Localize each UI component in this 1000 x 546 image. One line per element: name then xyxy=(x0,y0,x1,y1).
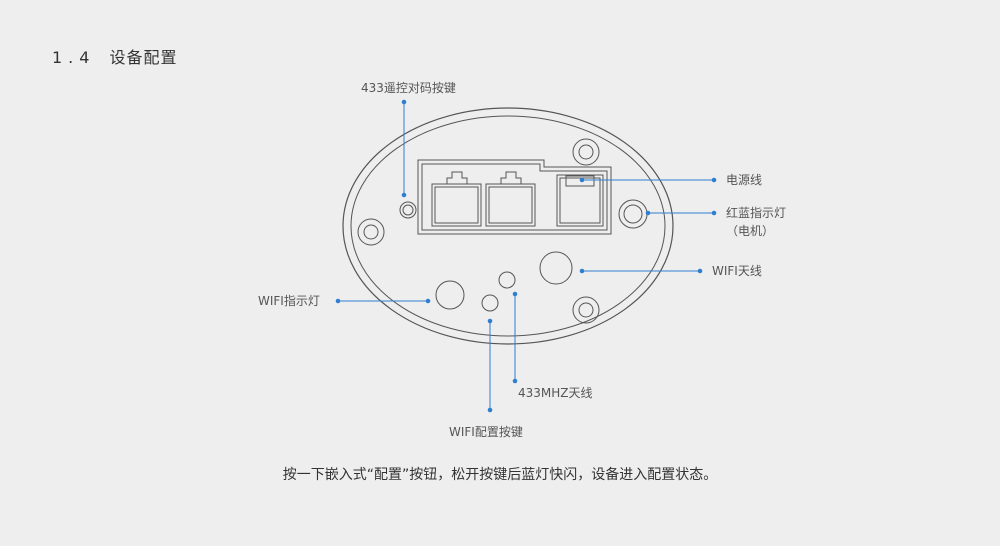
device-body xyxy=(342,107,674,345)
label-red-blue-led-sub: （电机） xyxy=(726,224,774,238)
leader-antenna-433 xyxy=(512,291,518,384)
leader-wifi-antenna xyxy=(579,268,703,274)
screw-hole-top-right xyxy=(572,138,600,166)
screw-hole-left xyxy=(357,218,385,246)
rj45-port-left xyxy=(431,171,482,227)
power-port xyxy=(556,174,604,227)
label-wifi-config-button: WIFI配置按键 xyxy=(449,425,523,439)
section-heading: 设备配置 xyxy=(109,48,178,67)
label-pair-433: 433遥控对码按键 xyxy=(361,81,456,95)
wifi-led xyxy=(435,280,465,310)
device-inner-shell xyxy=(350,115,666,337)
wifi-config-button xyxy=(481,294,499,312)
screw-hole-bottom-right xyxy=(572,296,600,324)
device-outer-shell xyxy=(342,107,674,345)
instruction-caption: 按一下嵌入式“配置”按钮，松开按键后蓝灯快闪，设备进入配置状态。 xyxy=(282,467,718,483)
antenna-433-port xyxy=(498,271,516,289)
port-panel-inner xyxy=(421,163,608,231)
leader-lines xyxy=(335,99,717,413)
rj45-port-right xyxy=(485,171,536,227)
port-panel-outer xyxy=(417,159,612,235)
leader-power-line xyxy=(579,177,717,183)
wifi-antenna-port xyxy=(539,251,573,285)
label-antenna-433: 433MHZ天线 xyxy=(518,386,593,400)
label-wifi-led: WIFI指示灯 xyxy=(258,293,320,308)
section-title: 1.4 设备配置 xyxy=(52,44,177,68)
label-wifi-antenna: WIFI天线 xyxy=(712,264,762,278)
port-panel xyxy=(417,159,612,235)
pair-433-button xyxy=(399,201,417,219)
label-red-blue-led: 红蓝指示灯 xyxy=(726,205,786,220)
leader-red-blue-led xyxy=(645,210,717,216)
power-port-slot xyxy=(565,175,595,187)
red-blue-led-ring xyxy=(618,199,648,229)
leader-pair-433 xyxy=(401,99,407,198)
leader-wifi-config xyxy=(487,318,493,413)
label-power-line: 电源线 xyxy=(726,173,762,187)
section-number: 1.4 xyxy=(52,48,96,67)
leader-wifi-led xyxy=(335,298,431,304)
